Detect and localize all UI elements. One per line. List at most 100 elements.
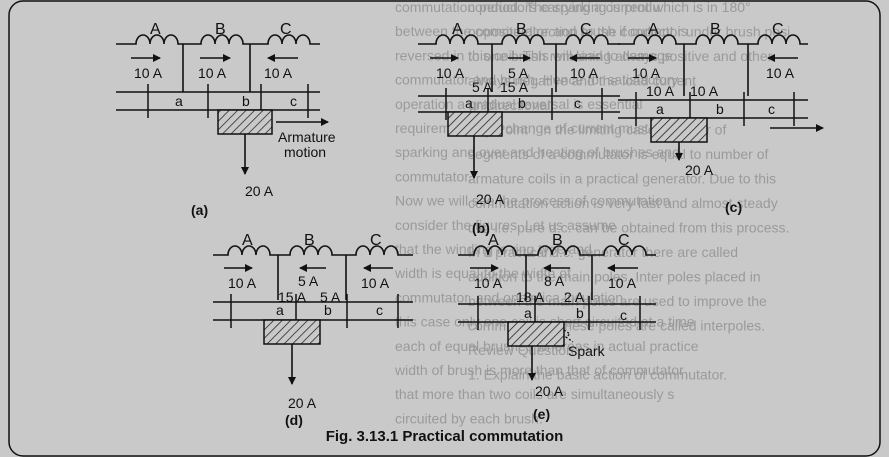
diagram-label-e: (e) — [533, 406, 550, 422]
coil-label-c: C — [370, 232, 382, 249]
panel-border — [8, 0, 881, 457]
current-label-b: 10 A — [198, 65, 227, 81]
background-text-line: unidirectional. — [468, 97, 554, 113]
coil-label-b: B — [304, 232, 315, 249]
background-text-line: width of brush is more than that of comm… — [394, 362, 684, 378]
current-label-b: 8 A — [544, 273, 565, 289]
background-text-line: that the winding is ring type and — [395, 241, 592, 257]
diagram-label-c: (c) — [725, 199, 742, 215]
background-text-line: armature coils in a practical generator.… — [468, 171, 776, 187]
segment-label-a: a — [465, 95, 473, 111]
segment-label-a: a — [524, 305, 532, 321]
current-label-c: 10 A — [766, 65, 795, 81]
spark-label: Spark — [568, 343, 606, 359]
lead-current-left: 10 A — [646, 83, 675, 99]
lead-current-left: 18 A — [516, 289, 545, 305]
brush — [263, 319, 321, 345]
background-text-line: commutation period. The sparking is prod… — [395, 0, 660, 15]
segment-label-b: b — [518, 95, 526, 111]
coil-label-c: C — [580, 21, 592, 38]
lead-current-left: 15 A — [278, 289, 307, 305]
current-label-c: 10 A — [570, 65, 599, 81]
segment-label-b: b — [716, 101, 724, 117]
background-text-line: d.c. i.e. pure d.c. can be obtained from… — [468, 220, 789, 236]
background-text-line: opposite direction to the conductor unde… — [468, 24, 790, 40]
figure-panel: A B C 10 A 10 A 10 A a b c Armature moti… — [8, 0, 881, 457]
background-text-line: commutation action is very fast and almo… — [468, 195, 778, 211]
segment-label-c: c — [290, 93, 297, 109]
background-text-line: conductors carrying a current which is i… — [468, 0, 751, 15]
output-current: 20 A — [685, 162, 714, 178]
current-label-a: 10 A — [632, 65, 661, 81]
current-label-c: 10 A — [264, 65, 293, 81]
segment-label-c: c — [620, 307, 627, 323]
segment-label-b: b — [242, 93, 250, 109]
diagram-e: A B C 10 A 8 A 10 A 18 A 2 A a b c Spark… — [458, 232, 656, 422]
brush — [507, 321, 565, 347]
current-label-b: 5 A — [298, 273, 319, 289]
segment-label-c: c — [574, 95, 581, 111]
brush — [650, 117, 708, 143]
lead-current-right: 15 A — [500, 79, 529, 95]
background-text-line: Now we will see the process of commutati… — [395, 193, 670, 209]
diagram-a: A B C 10 A 10 A 10 A a b c Armature moti… — [116, 21, 336, 218]
current-label-b: 5 A — [508, 65, 529, 81]
lead-current-right: 5 A — [320, 289, 341, 305]
coil-a — [116, 34, 183, 45]
current-label-a: 10 A — [474, 275, 503, 291]
coil-label-b: B — [215, 21, 226, 38]
lead-current-right: 2 A — [564, 289, 585, 305]
diagram-label-b: (b) — [472, 220, 490, 236]
background-text-line: to one brush remaining always positive a… — [468, 48, 773, 64]
segment-label-a: a — [175, 93, 183, 109]
armature-motion-label-2: motion — [284, 144, 326, 160]
background-text-line: commutator. — [395, 168, 472, 184]
spark-mark — [563, 329, 574, 343]
coil-b — [183, 34, 250, 45]
coil-label-c: C — [772, 21, 784, 38]
segment-label-b: b — [324, 302, 332, 318]
output-current: 20 A — [535, 383, 564, 399]
coil-label-b: B — [552, 232, 563, 249]
coil-label-b: B — [710, 21, 721, 38]
background-text-line: commutator and brush. Hence for satisfac… — [395, 72, 678, 88]
current-label-a: 10 A — [436, 65, 465, 81]
segment-label-c: c — [768, 101, 775, 117]
coil-label-c: C — [618, 232, 630, 249]
diagram-c: A B C 10 A 10 A 10 A 10 A a b c 20 A (c) — [618, 21, 824, 215]
coil-label-a: A — [488, 232, 499, 249]
brush — [447, 111, 503, 137]
background-text-line: consider the figures. Let us assume — [395, 217, 616, 233]
background-text-line: reversed in this coil. This will lead to… — [395, 47, 673, 63]
coil-label-a: A — [150, 21, 161, 38]
background-text-line: between the main poles are used to impro… — [468, 293, 767, 309]
brush — [217, 109, 273, 135]
output-current: 20 A — [288, 395, 317, 411]
current-label-c: 10 A — [608, 275, 637, 291]
diagram-label-a: (a) — [191, 202, 208, 218]
lead-current-right: 10 A — [690, 83, 719, 99]
output-current: 20 A — [476, 191, 505, 207]
armature-motion-label: Armature — [278, 129, 336, 145]
background-text-line: always negative and the load current — [468, 73, 696, 89]
background-text-line: segments of a commutator is equal to num… — [468, 146, 768, 162]
diagram-b: A B C 10 A 5 A 10 A 5 A 15 A a b c 20 A … — [418, 21, 620, 236]
coil-label-a: A — [242, 232, 253, 249]
segment-label-a: a — [656, 101, 664, 117]
coil-label-a: A — [452, 21, 463, 38]
background-text-line: sparking and over and heating of brushes… — [395, 144, 680, 160]
background-text-line: circuited by each brush. — [395, 410, 543, 426]
current-label-a: 10 A — [228, 275, 257, 291]
current-label-c: 10 A — [361, 275, 390, 291]
coil-c — [250, 34, 320, 45]
output-current: 20 A — [245, 183, 274, 199]
figure-caption: Fig. 3.13.1 Practical commutation — [325, 428, 564, 445]
diagram-d: A B C 10 A 5 A 10 A 15 A 5 A a b c 20 A … — [213, 232, 413, 428]
diagram-label-d: (d) — [285, 412, 303, 428]
background-text-line: that more than two coils are simultaneou… — [395, 386, 674, 402]
coil-label-a: A — [648, 21, 659, 38]
segment-label-a: a — [276, 302, 284, 318]
lead-current-left: 5 A — [472, 79, 493, 95]
segment-label-c: c — [376, 302, 383, 318]
